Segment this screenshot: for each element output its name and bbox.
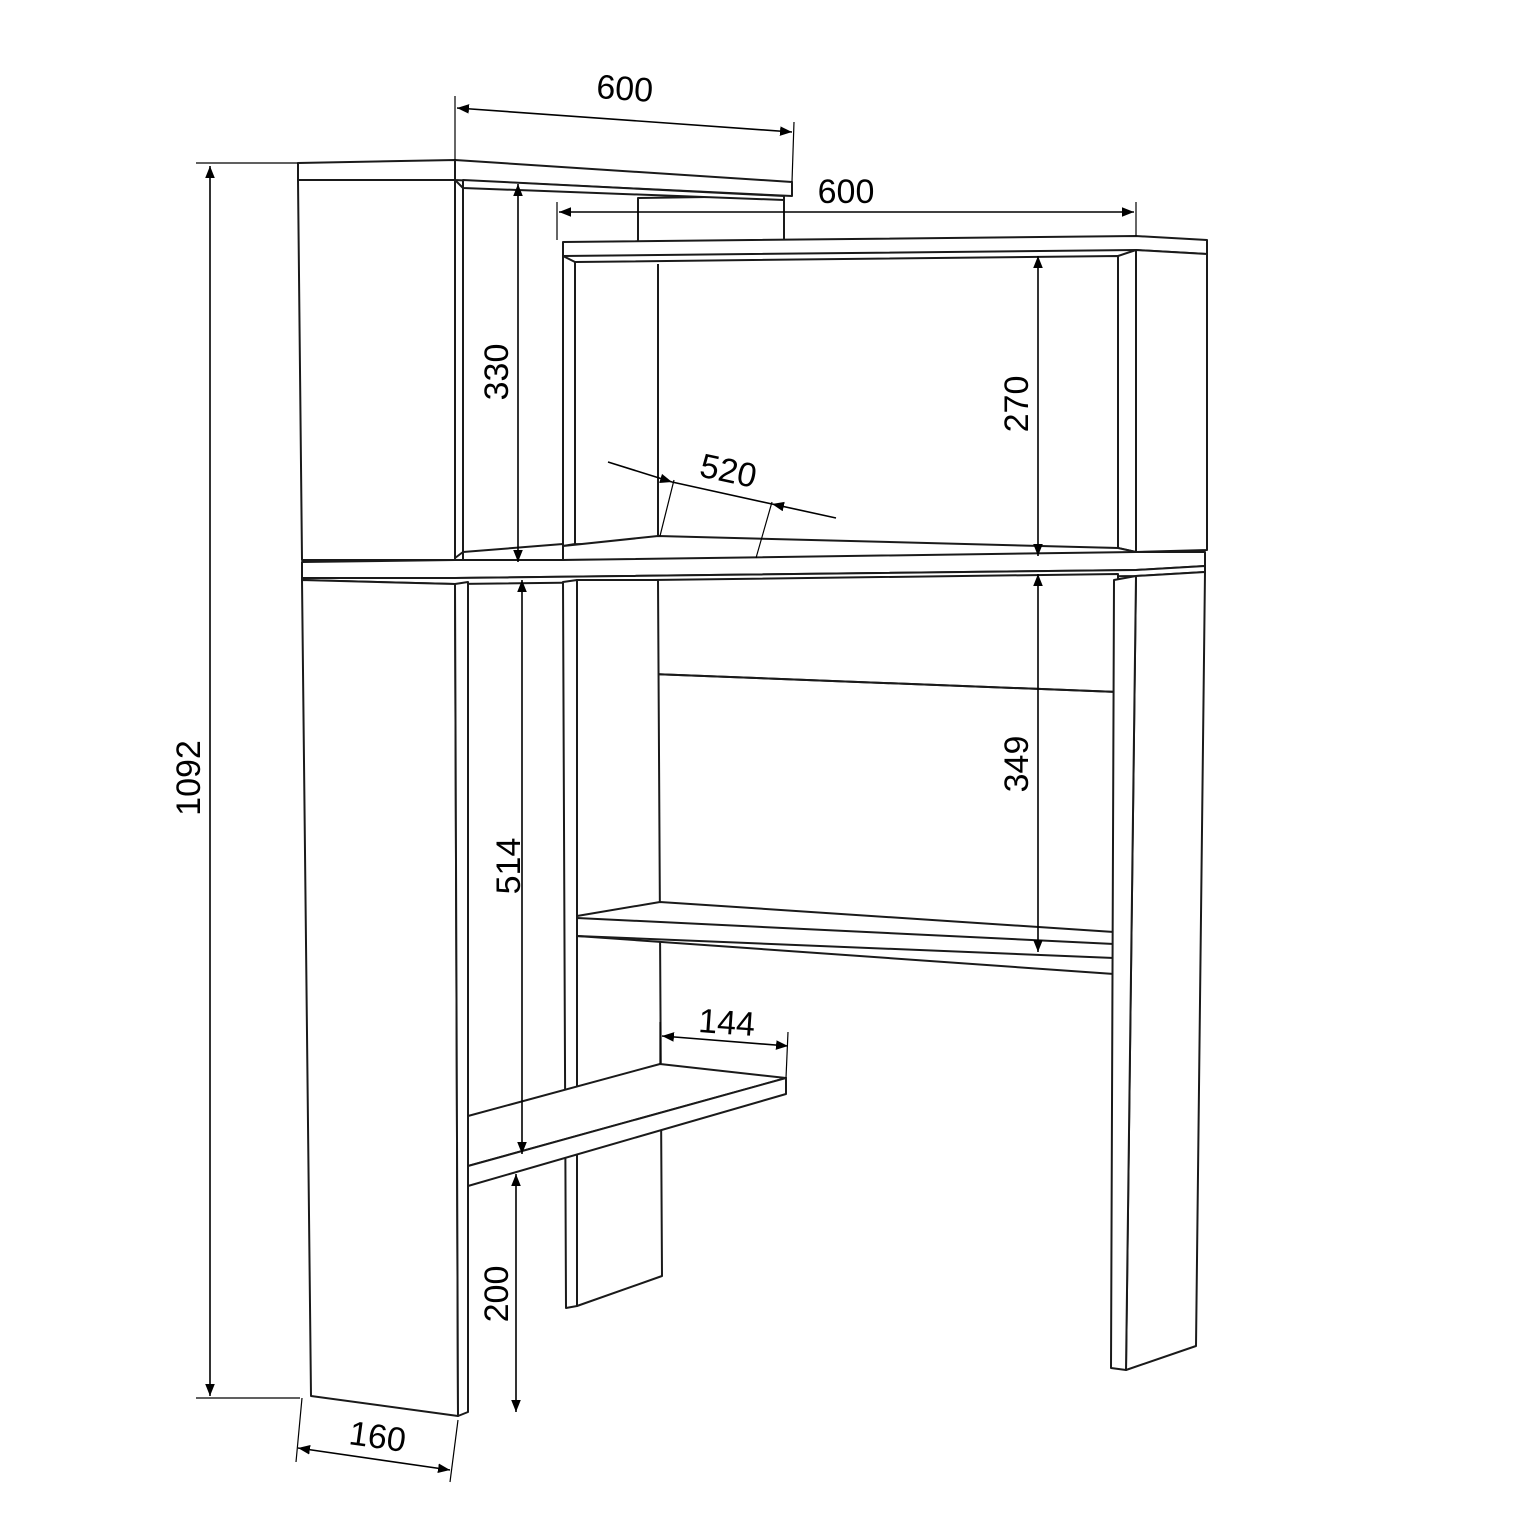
upper-back-right-wall xyxy=(637,195,785,243)
label-upper-left-height: 330 xyxy=(478,344,516,401)
left-column-top xyxy=(297,159,456,181)
dimension-labels: 600 600 1092 330 270 520 514 349 144 200… xyxy=(170,68,1036,1460)
dimension-lines xyxy=(205,104,1134,1474)
dim-line-low-shelf xyxy=(661,1032,789,1050)
dim-line-side-width xyxy=(297,1444,451,1474)
right-box-inner-side xyxy=(1117,249,1137,553)
dim-line-inner-depth-mid xyxy=(671,481,773,505)
inner-divider-back xyxy=(576,579,663,1307)
label-low-shelf-depth: 144 xyxy=(697,1002,756,1044)
label-right-middle-height: 349 xyxy=(998,736,1036,793)
label-bottom-clearance: 200 xyxy=(478,1266,516,1323)
upper-top-inner xyxy=(462,179,785,201)
right-leg-side xyxy=(1125,571,1206,1371)
right-leg-front xyxy=(1110,575,1137,1371)
dim-line-top-depth xyxy=(456,104,793,136)
dim-line-inner-depth-right xyxy=(771,501,837,519)
left-column-upper-side xyxy=(454,179,464,559)
label-upper-right-height: 270 xyxy=(998,376,1036,433)
back-panel xyxy=(651,573,1119,693)
right-box-left-wall xyxy=(562,255,576,547)
label-left-middle-height: 514 xyxy=(490,838,528,895)
label-top-depth: 600 xyxy=(595,68,654,110)
dim-line-inner-depth-left xyxy=(607,461,673,484)
left-column-lower-front xyxy=(301,579,459,1417)
low-shelf-front xyxy=(467,1077,787,1187)
right-box-back xyxy=(574,255,1119,549)
right-box-outer-side xyxy=(1135,249,1208,553)
extension-lines xyxy=(196,96,1137,1483)
shelf-unit xyxy=(297,159,1208,1417)
label-total-height: 1092 xyxy=(170,740,208,816)
label-side-width: 160 xyxy=(347,1414,408,1460)
label-lower-depth: 600 xyxy=(818,173,875,211)
left-column-lower-side xyxy=(454,581,469,1417)
left-column-upper-front xyxy=(297,179,456,561)
inner-divider-front xyxy=(562,579,578,1309)
